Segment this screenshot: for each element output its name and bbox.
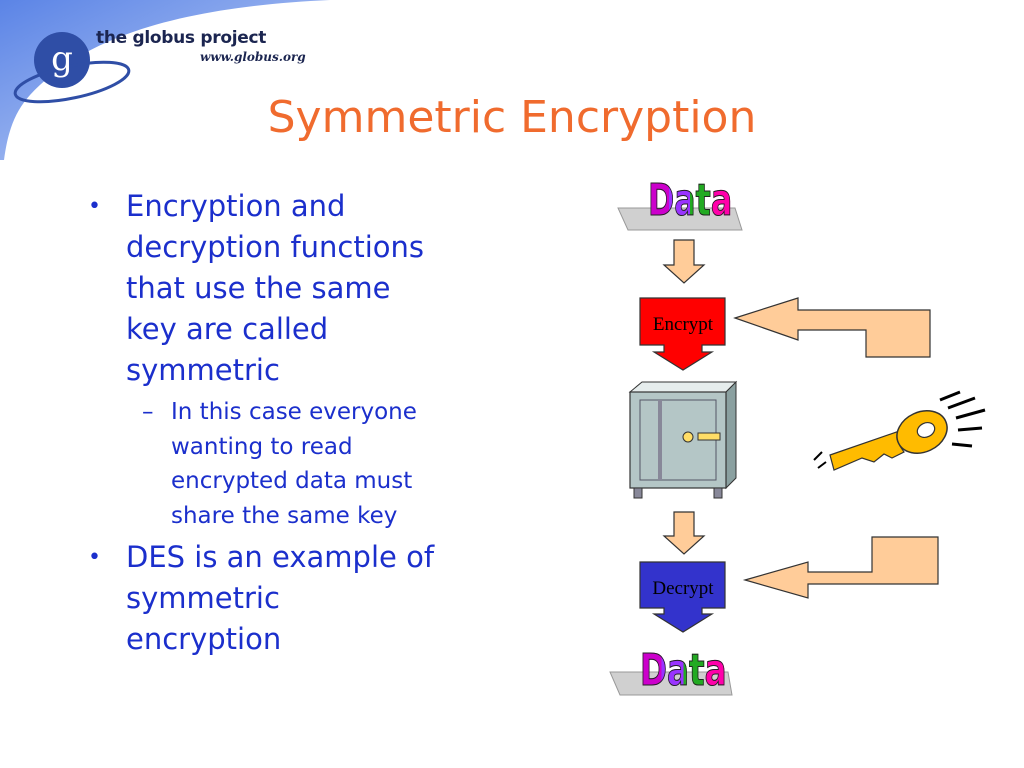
slide-title: Symmetric Encryption <box>267 92 757 143</box>
bullet-dot: • <box>88 194 101 219</box>
encrypt-block: Encrypt <box>639 297 726 371</box>
sub-bullet-line: In this case everyone <box>171 399 417 425</box>
sub-bullet-line: wanting to read <box>171 433 353 460</box>
sub-bullet-line: share the same key <box>171 502 398 529</box>
arrow-down-icon <box>662 511 706 555</box>
decrypt-label: Decrypt <box>652 578 714 599</box>
bullet-dot: • <box>88 545 101 570</box>
bullet-line: that use the same <box>126 271 391 305</box>
data-bottom-letters: Data <box>640 645 727 696</box>
bullet-line: symmetric <box>126 353 280 387</box>
data-top-letters: Data <box>648 175 733 226</box>
bullet-line: Encryption and <box>126 189 346 223</box>
bullet-item-1: • Encryption and decryption functions th… <box>84 186 514 391</box>
bullet-list: • Encryption and decryption functions th… <box>84 186 514 660</box>
key-arrow-decrypt-icon <box>742 536 939 599</box>
bullet-line: encryption <box>126 622 282 656</box>
bullet-line: DES is an example of <box>126 540 435 574</box>
data-top-wordart: Data <box>648 175 733 226</box>
key-icon <box>813 390 986 471</box>
encrypt-label: Encrypt <box>653 314 714 335</box>
corner-swoosh: g <box>0 0 330 160</box>
bullet-line: key are called <box>126 312 329 346</box>
data-bottom-wordart: Data <box>640 645 727 696</box>
decrypt-block: Decrypt <box>639 561 726 633</box>
logo-letter: g <box>51 39 73 79</box>
logo-url: www.globus.org <box>200 50 306 64</box>
globus-logo-icon: g <box>13 32 131 104</box>
key-arrow-encrypt-icon <box>733 297 931 358</box>
arrow-down-icon <box>662 239 706 284</box>
logo-name: the globus project <box>96 28 267 48</box>
sub-bullet-item-1: – In this case everyone wanting to read … <box>84 395 514 533</box>
bullet-line: decryption functions <box>126 230 425 264</box>
sub-bullet-line: encrypted data must <box>171 468 413 494</box>
safe-icon <box>628 380 738 499</box>
data-wordart-bottom <box>609 671 733 696</box>
data-wordart-top: Data Data <box>617 207 743 231</box>
sub-bullet-dash: – <box>142 399 154 425</box>
bullet-line: symmetric <box>126 581 280 615</box>
bullet-item-2: • DES is an example of symmetric encrypt… <box>84 537 514 660</box>
